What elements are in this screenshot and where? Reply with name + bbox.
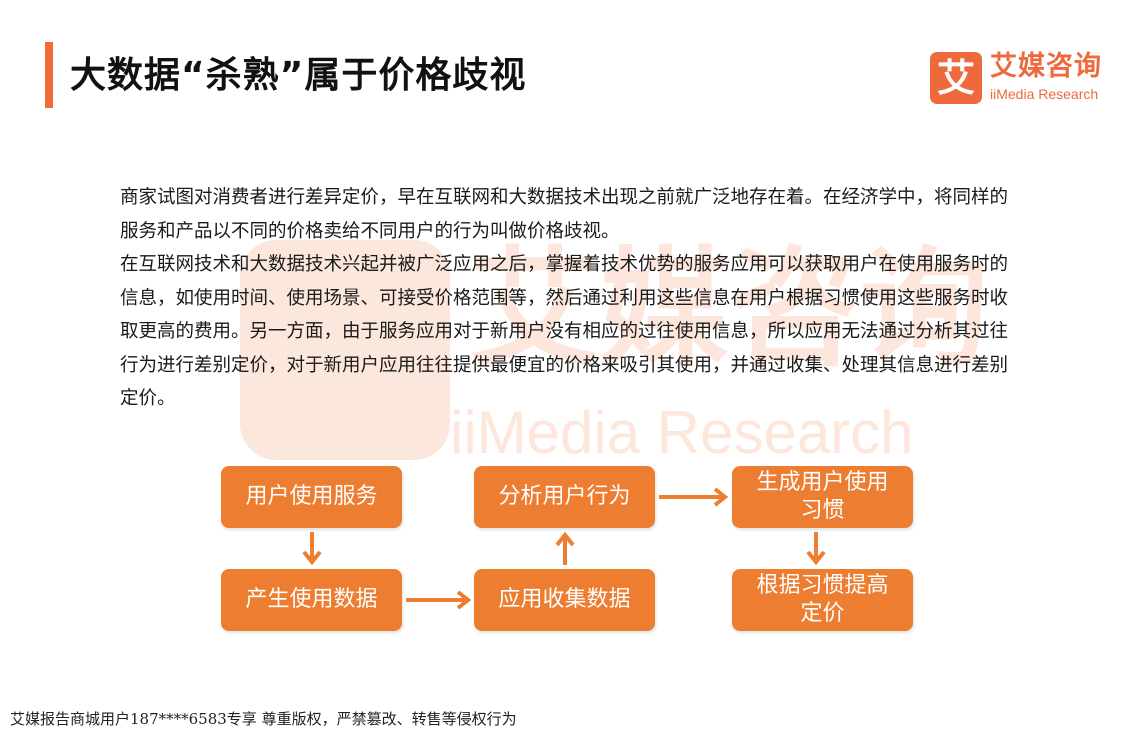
arrow-down-icon	[806, 532, 826, 566]
flow-step-analyze-user-behavior: 分析用户行为	[474, 466, 655, 528]
page-title: 大数据“杀熟”属于价格歧视	[70, 55, 527, 96]
arrow-down-icon	[302, 532, 322, 566]
logo-name-en: iiMedia Research	[990, 86, 1099, 102]
copyright-footer: 艾媒报告商城用户187****6583专享 尊重版权，严禁篡改、转售等侵权行为	[10, 710, 517, 728]
arrow-right-icon	[406, 590, 472, 610]
flow-step-user-uses-service: 用户使用服务	[221, 466, 402, 528]
arrow-right-icon	[659, 487, 729, 507]
paragraph: 商家试图对消费者进行差异定价，早在互联网和大数据技术出现之前就广泛地存在着。在经…	[120, 187, 1009, 242]
flow-step-app-collects-data: 应用收集数据	[474, 569, 655, 631]
arrow-up-icon	[555, 531, 575, 565]
flow-step-generate-usage-habit: 生成用户使用习惯	[732, 466, 913, 528]
logo-name-cn: 艾媒咨询	[990, 51, 1102, 82]
logo-icon: 艾	[930, 52, 982, 104]
body-text: 商家试图对消费者进行差异定价，早在互联网和大数据技术出现之前就广泛地存在着。在经…	[120, 181, 1020, 416]
brand-logo: 艾 艾媒咨询 iiMedia Research	[930, 50, 1115, 105]
flow-step-generate-usage-data: 产生使用数据	[221, 569, 402, 631]
title-accent-bar	[45, 42, 53, 108]
paragraph: 在互联网技术和大数据技术兴起并被广泛应用之后，掌握着技术优势的服务应用可以获取用…	[120, 254, 1009, 409]
flow-step-raise-price-by-habit: 根据习惯提高定价	[732, 569, 913, 631]
